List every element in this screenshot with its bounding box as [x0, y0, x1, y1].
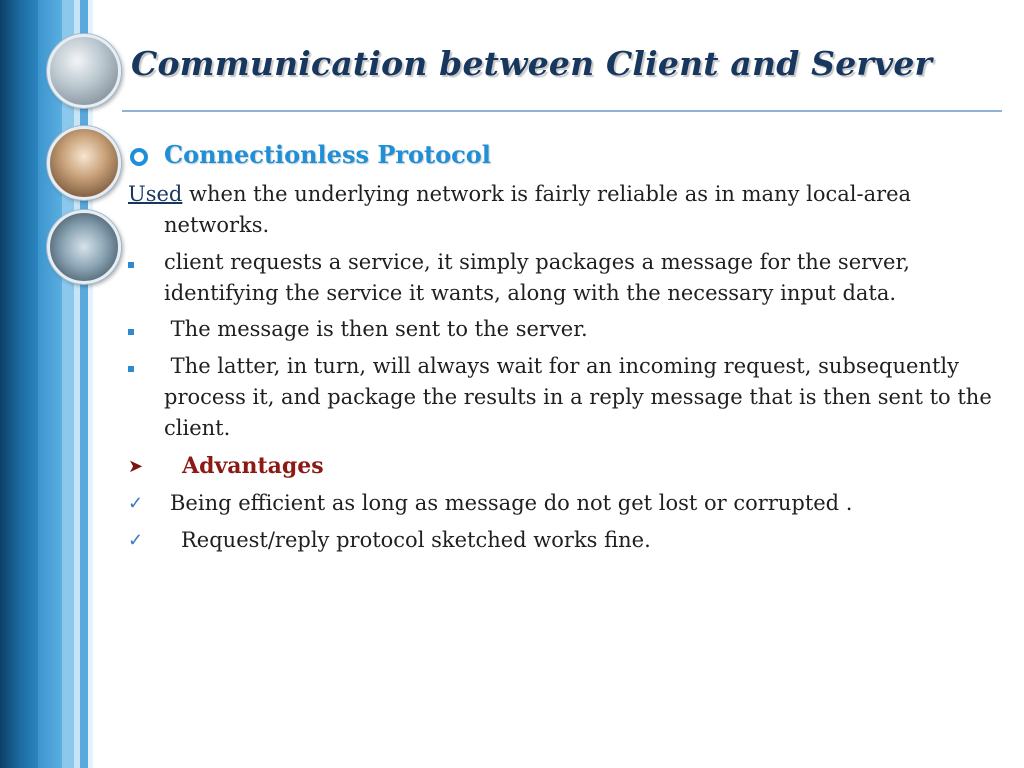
- left-band-light: [62, 0, 74, 768]
- checkmark-icon: ✓: [128, 493, 144, 514]
- checkmark-icon: ✓: [128, 530, 144, 551]
- left-band-accent: [80, 0, 88, 768]
- square-bullet-icon: [128, 366, 134, 372]
- slide-title: Communication between Client and Server: [131, 44, 933, 83]
- used-keyword: Used: [128, 182, 183, 206]
- square-bullet-icon: [128, 262, 134, 268]
- bullet-1-line-1: client requests a service, it simply pac…: [164, 250, 910, 274]
- intro-line-1: Used when the underlying network is fair…: [128, 182, 911, 206]
- bullet-3-line-3: client.: [164, 416, 231, 440]
- advantage-item-2: Request/reply protocol sketched works fi…: [181, 528, 651, 552]
- left-band-edge: [88, 0, 93, 768]
- bullet-3-line-1: The latter, in turn, will always wait fo…: [164, 354, 959, 378]
- intro-line-2: networks.: [164, 213, 270, 237]
- advantages-heading: Advantages: [182, 453, 324, 479]
- arrow-bullet-icon: ➤: [128, 456, 144, 477]
- bullet-3-line-2: process it, and package the results in a…: [164, 385, 992, 409]
- advantage-item-1: Being efficient as long as message do no…: [170, 491, 853, 515]
- ring-bullet-icon: [130, 148, 148, 166]
- left-band-mid: [38, 0, 62, 768]
- left-band-pale: [74, 0, 80, 768]
- subheading: Connectionless Protocol: [164, 140, 491, 169]
- left-band-dark: [0, 0, 38, 768]
- bullet-1-line-2: identifying the service it wants, along …: [164, 281, 897, 305]
- title-divider: [122, 110, 1002, 112]
- decorative-photo-people: [47, 126, 121, 200]
- bullet-2-line-1: The message is then sent to the server.: [164, 317, 588, 341]
- intro-text: when the underlying network is fairly re…: [182, 182, 912, 206]
- decorative-photo-walking: [47, 210, 121, 284]
- decorative-photo-keyboard: [47, 34, 121, 108]
- square-bullet-icon: [128, 329, 134, 335]
